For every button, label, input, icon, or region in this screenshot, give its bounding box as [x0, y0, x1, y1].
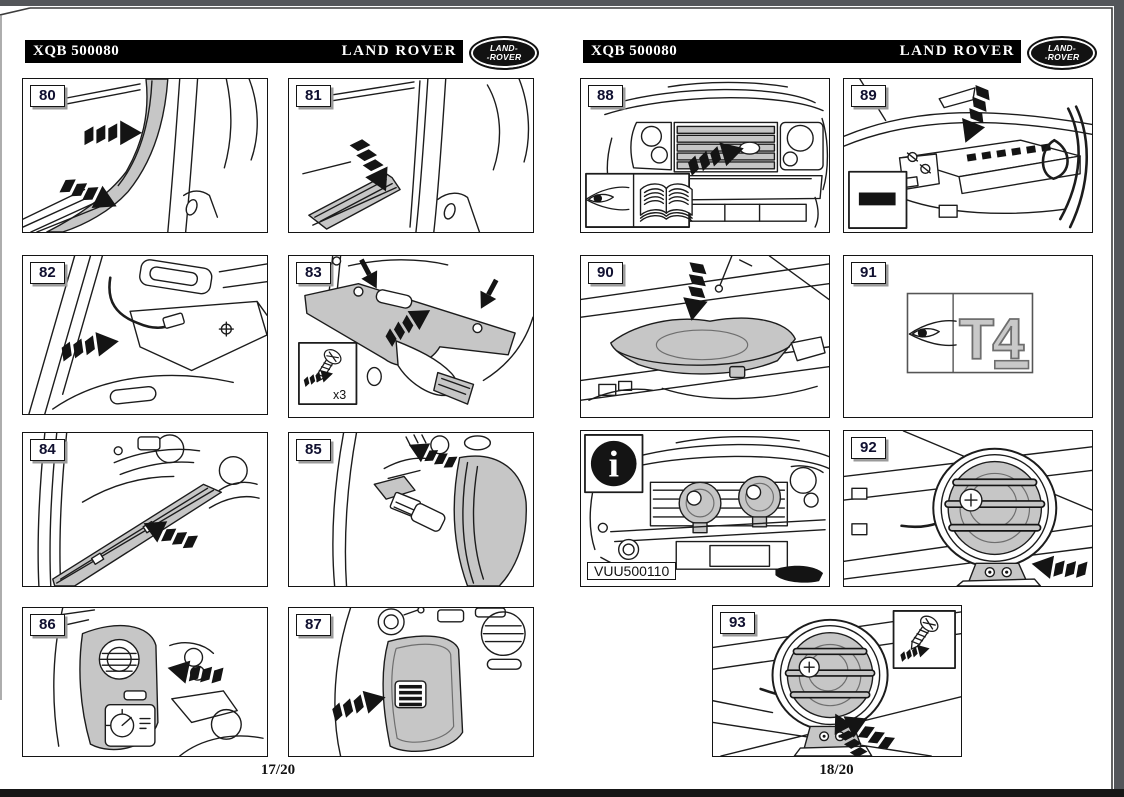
- step-panel-80: 80: [22, 78, 268, 233]
- driving-lamp: [678, 481, 722, 534]
- under-dash-harness-illustration: [28, 256, 267, 414]
- vehicle-front-grille-illustration: [585, 81, 829, 228]
- scan-margin-top: [0, 0, 1124, 6]
- page-number-18: 18/20: [819, 762, 854, 778]
- page17-header-bar: XQB 500080 LAND ROVER: [25, 40, 463, 63]
- step-number: 92: [851, 437, 886, 459]
- step-number: 87: [296, 614, 331, 636]
- part-number: XQB 500080: [591, 43, 678, 59]
- t4-tool-glyph: T4: [958, 307, 1030, 373]
- step-panel-88: 88: [580, 78, 830, 233]
- dash-end-connector-illustration: [332, 433, 527, 586]
- dash-end-cap-illustration: [329, 608, 526, 756]
- page18-header-bar: XQB 500080 LAND ROVER: [583, 40, 1021, 63]
- step-panel-83: 83 x3: [288, 255, 534, 418]
- step-number: 82: [30, 262, 65, 284]
- lamps-fitted-front-illustration: i: [584, 434, 829, 583]
- door-aperture-seal-illustration: [23, 79, 258, 232]
- step-number: 89: [851, 85, 886, 107]
- info-icon: i: [590, 440, 637, 487]
- step-number: 88: [588, 85, 623, 107]
- scan-edge-bottom: [0, 789, 1124, 797]
- step-panel-87: 87: [288, 607, 534, 757]
- headlamp-switch-panel-illustration: [34, 608, 264, 756]
- step-number: 80: [30, 85, 65, 107]
- engine-cover-illustration: [581, 256, 829, 401]
- brand-title: LAND ROVER: [341, 43, 457, 59]
- negative-terminal-icon: [858, 192, 896, 206]
- step-panel-85: 85: [288, 432, 534, 587]
- lamp-fixing-screws-illustration: [713, 610, 961, 756]
- scan-margin-right: [1114, 0, 1124, 797]
- step-panel-89: 89: [843, 78, 1093, 233]
- step-number: 86: [30, 614, 65, 636]
- svg-text:i: i: [608, 443, 618, 485]
- land-rover-logo: LAND- -ROVER: [1027, 36, 1097, 70]
- quantity-note: x3: [333, 388, 347, 402]
- step-number: 93: [720, 612, 755, 634]
- part-code-label: VUU500110: [587, 562, 677, 580]
- step-panel-93: 93: [712, 605, 962, 757]
- step-panel-90: 90: [580, 255, 830, 418]
- brand-title: LAND ROVER: [899, 43, 1015, 59]
- step-number: 83: [296, 262, 331, 284]
- step-number: 85: [296, 439, 331, 461]
- driving-lamp: [738, 475, 782, 528]
- step-panel-84: 84: [22, 432, 268, 587]
- a-pillar-trim-illustration: [37, 433, 260, 586]
- step-panel-82: 82: [22, 255, 268, 415]
- part-number: XQB 500080: [33, 43, 120, 59]
- step-number: 81: [296, 85, 331, 107]
- page-number-17: 17/20: [260, 762, 296, 778]
- land-rover-logo: LAND- -ROVER: [469, 36, 539, 70]
- step-number: 84: [30, 439, 65, 461]
- battery-compartment-illustration: [844, 79, 1092, 229]
- step-number: 90: [588, 262, 623, 284]
- step-number: 91: [851, 262, 886, 284]
- info-panel-lamp-kit: VUU500110 i: [580, 430, 830, 587]
- bracket-fixing-illustration: [298, 256, 533, 406]
- sill-tread-plate-illustration: [302, 79, 530, 232]
- driving-lamp-bracket-illustration: [844, 431, 1092, 586]
- step-panel-81: 81: [288, 78, 534, 233]
- step-panel-91: 91 T4: [843, 255, 1093, 418]
- step-panel-86: 86: [22, 607, 268, 757]
- step-panel-92: 92: [843, 430, 1093, 587]
- t4-tester-symbol-illustration: T4: [906, 292, 1034, 374]
